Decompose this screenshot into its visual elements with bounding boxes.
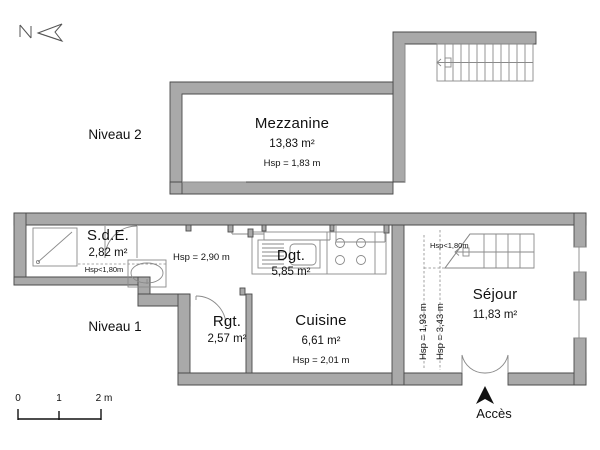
- rgt-left-wall: [177, 293, 191, 386]
- room-hsp-cuisine: Hsp = 2,01 m: [292, 355, 350, 366]
- rgt-right-wall: [245, 293, 253, 374]
- room-name-rgt: Rgt.: [212, 313, 242, 330]
- level-label-niveau2: Niveau 2: [88, 127, 142, 142]
- sejour-window-lower: [574, 299, 586, 339]
- scale-bar: [17, 409, 102, 420]
- niveau1-left-wall: [13, 212, 27, 286]
- room-name-dgt: Dgt.: [276, 247, 306, 264]
- room-area-sde: 2,82 m²: [88, 247, 128, 259]
- mezzanine-wall-corner: [169, 181, 183, 195]
- shower-icon: [32, 227, 78, 267]
- scale-tick-1: 1: [56, 393, 62, 404]
- dgt-wall-stub-3: [329, 224, 335, 232]
- sejour-bottom-wall-left: [403, 372, 463, 386]
- room-name-sejour: Séjour: [472, 286, 518, 303]
- rgt-door-jamb: [239, 287, 246, 296]
- dgt-wall-stub-4: [383, 224, 390, 234]
- dgt-wall-stub-0: [185, 224, 192, 232]
- north-arrow-icon: [19, 23, 64, 42]
- room-name-sde: S.d.E.: [86, 227, 130, 244]
- room-name-cuisine: Cuisine: [295, 312, 347, 329]
- room-area-rgt: 2,57 m²: [207, 333, 247, 345]
- room-area-cuisine: 6,61 m²: [301, 335, 341, 347]
- cuisine-sejour-divider-wall: [391, 224, 405, 386]
- mezzanine-corridor-wall: [392, 31, 537, 183]
- cuisine-bottom-wall: [177, 372, 393, 386]
- scale-tick-2: 2 m: [95, 393, 113, 404]
- room-area-sejour: 11,83 m²: [472, 309, 518, 321]
- room-area-mezzanine: 13,83 m²: [269, 138, 315, 150]
- staircase-upper-icon: [436, 43, 534, 82]
- annotation-sejour-slope: Hsp<1,80m: [430, 241, 469, 250]
- kitchen-counter: [247, 228, 387, 275]
- kitchen-wall-stub: [247, 228, 254, 238]
- sejour-right-wall-middle: [573, 271, 587, 301]
- dgt-wall-stub-2: [261, 224, 267, 232]
- rgt-door-arc: [195, 295, 227, 327]
- room-name-mezzanine: Mezzanine: [254, 115, 330, 132]
- stove-icon: [335, 238, 366, 265]
- room-area-dgt: 5,85 m²: [271, 266, 311, 278]
- room-hsp-mezzanine: Hsp = 1,83 m: [263, 158, 321, 169]
- room-hsp-sde: Hsp<1,80m: [84, 265, 124, 274]
- annotation-sejour-hsp-low: Hsp = 1,93 m: [418, 303, 429, 360]
- niveau1-top-wall: [13, 212, 587, 226]
- level-label-niveau1: Niveau 1: [88, 319, 142, 334]
- sejour-right-wall-upper: [573, 212, 587, 248]
- entrance-door-icon: [461, 354, 509, 374]
- niveau2-plan: [169, 31, 537, 195]
- sink-icon: [127, 259, 167, 288]
- dgt-wall-stub-1: [227, 224, 234, 233]
- niveau1-plan: [13, 212, 587, 420]
- kitchen-sink-icon: [257, 239, 321, 269]
- scale-tick-0: 0: [15, 393, 21, 404]
- sejour-window-upper: [574, 246, 586, 273]
- staircase-lower-icon: [444, 233, 535, 269]
- sejour-right-wall-lower: [573, 337, 587, 386]
- rgt-closet: [195, 287, 253, 374]
- access-label: Accès: [476, 406, 512, 421]
- sde-door-icon: [104, 225, 138, 259]
- sde-bottom-wall: [13, 276, 151, 286]
- access-arrow-icon: [476, 386, 494, 404]
- annotation-sejour-hsp-high: Hsp = 3,43 m: [435, 303, 446, 360]
- annotation-dgt-hsp: Hsp = 2,90 m: [173, 252, 230, 263]
